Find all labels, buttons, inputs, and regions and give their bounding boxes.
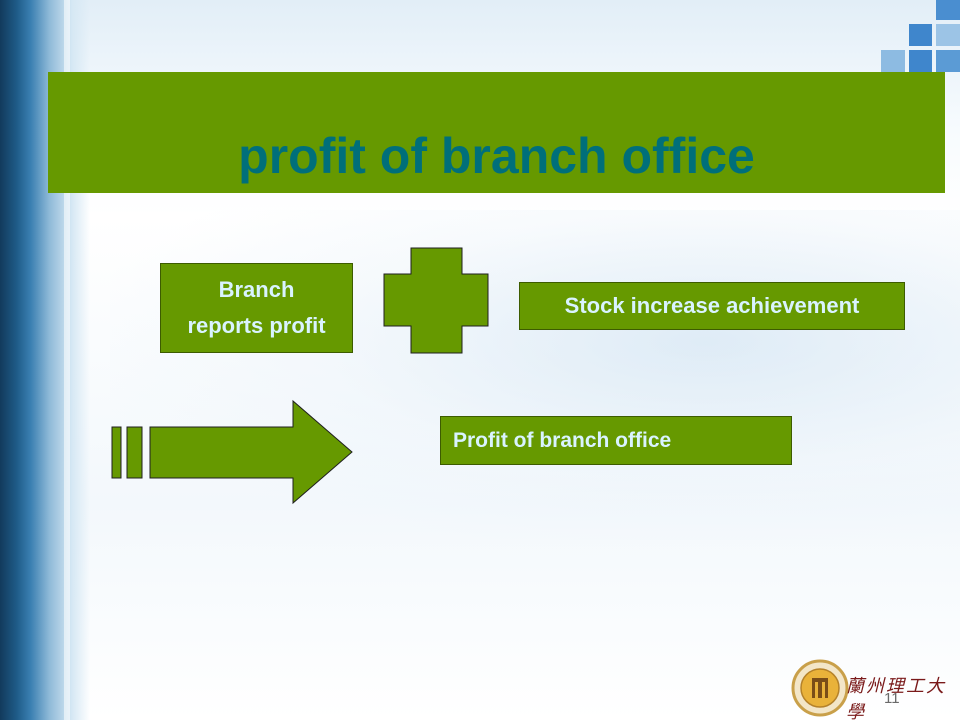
- branch-reports-profit-box: Branch reports profit: [160, 263, 353, 353]
- left-bar-stripe: [64, 0, 70, 720]
- branch-label-line-2: reports profit: [187, 313, 326, 338]
- square-3: [909, 24, 932, 46]
- right-arrow-icon: [149, 399, 353, 505]
- square-4: [881, 50, 905, 72]
- equals-bar-right: [126, 426, 143, 479]
- title-band: [48, 72, 945, 193]
- page-title: profit of branch office: [238, 128, 755, 184]
- square-2: [936, 24, 960, 46]
- branch-label-line-1: Branch: [218, 277, 295, 302]
- page-number: 11: [884, 690, 900, 707]
- square-6: [936, 50, 960, 72]
- profit-of-branch-office-box: Profit of branch office: [440, 416, 792, 465]
- square-1: [936, 0, 960, 20]
- equals-bar-left: [111, 426, 122, 479]
- stock-increase-achievement-box: Stock increase achievement: [519, 282, 905, 330]
- university-logo-emblem: [791, 659, 849, 717]
- plus-icon: [383, 247, 489, 354]
- square-5: [909, 50, 932, 72]
- university-logo-text: 蘭州理工大學: [846, 676, 946, 720]
